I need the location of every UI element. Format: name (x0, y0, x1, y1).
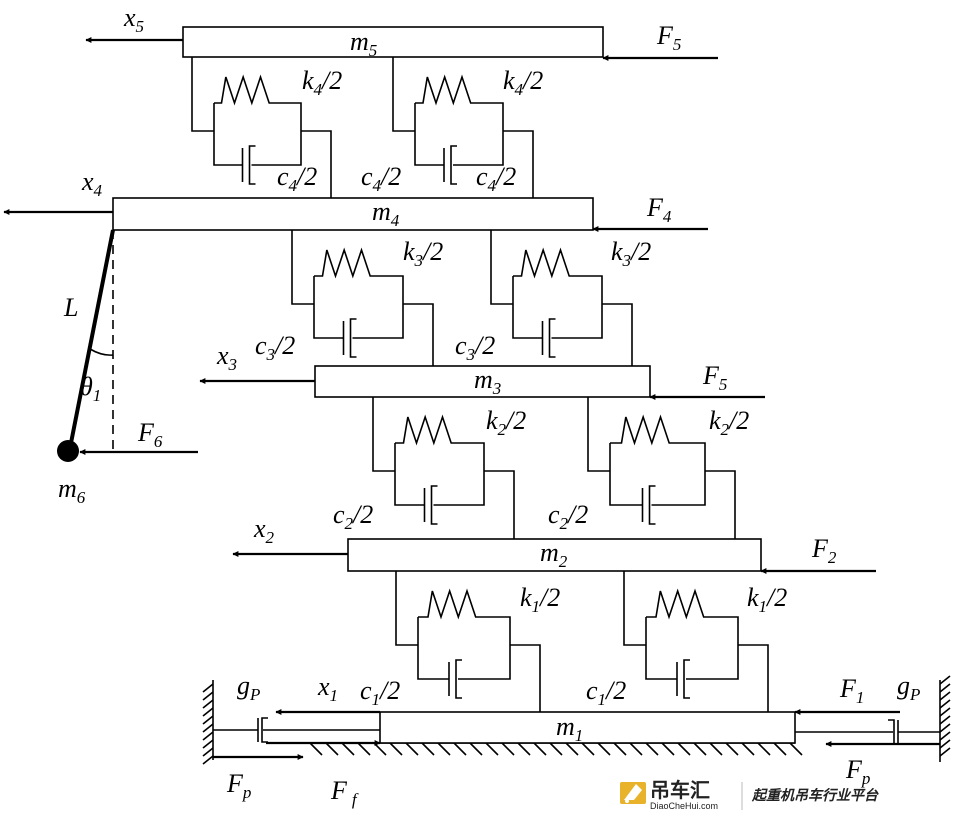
label-F5-mid: F5 (702, 361, 727, 394)
ground-damper-left (213, 717, 380, 743)
spring-damper-k3-left (291, 230, 434, 366)
label-c2-left: c2/2 (333, 500, 373, 533)
watermark-url: DiaoCheHui.com (650, 801, 718, 811)
left-wall (202, 680, 214, 765)
label-L: L (63, 293, 78, 322)
label-m2: m2 (540, 538, 568, 571)
label-F5-top: F5 (656, 21, 681, 54)
pendulum-bob-m6 (57, 440, 79, 462)
label-x1: x1 (317, 672, 338, 705)
label-m6: m6 (58, 474, 86, 507)
spring-damper-k3-right (490, 230, 633, 366)
label-k3-left: k3/2 (403, 237, 443, 270)
label-c3-left: c3/2 (255, 331, 295, 364)
label-Fp-right: Fp (845, 755, 870, 788)
mass-block-m4 (112, 197, 594, 231)
label-k3-right: k3/2 (611, 237, 651, 270)
label-F6: F6 (137, 418, 163, 451)
label-F1: F1 (839, 674, 864, 707)
label-m4: m4 (372, 197, 400, 230)
crane-logo-icon (620, 782, 646, 804)
label-k4-left: k4/2 (302, 66, 342, 99)
label-x5: x5 (123, 3, 144, 36)
mass-block-m5 (182, 26, 604, 58)
label-theta1: θ1 (80, 372, 101, 405)
label-k1-left: k1/2 (520, 583, 560, 616)
label-gP-left: gP (237, 671, 260, 704)
label-F2: F2 (811, 534, 837, 567)
mass-block-m2 (347, 538, 762, 572)
label-k2-left: k2/2 (486, 406, 526, 439)
ground-damper-right (795, 719, 940, 745)
spring-damper-k1-left (395, 571, 541, 712)
label-x3: x3 (216, 341, 237, 374)
mass-block-m3 (314, 365, 651, 398)
label-x2: x2 (253, 514, 275, 547)
label-c1-right: c1/2 (586, 676, 626, 709)
watermark-brand: 吊车汇 (650, 778, 710, 802)
mass-block-m1 (379, 711, 796, 744)
label-gP-right: gP (897, 671, 920, 704)
label-c4-a: c4/2 (277, 162, 317, 195)
label-c4-b: c4/2 (361, 162, 401, 195)
label-Fp-left: Fp (226, 769, 251, 802)
watermark: 吊车汇 DiaoCheHui.com 起重机吊车行业平台 (620, 778, 879, 811)
watermark-slogan: 起重机吊车行业平台 (751, 787, 879, 803)
label-k2-right: k2/2 (709, 406, 749, 439)
label-k1-right: k1/2 (747, 583, 787, 616)
label-c2-right: c2/2 (548, 500, 588, 533)
label-c1-left: c1/2 (360, 676, 400, 709)
spring-damper-k2-right (587, 397, 736, 539)
label-x4: x4 (81, 167, 103, 200)
spring-damper-k2-left (372, 397, 515, 539)
label-c3-right: c3/2 (455, 331, 495, 364)
label-k4-right: k4/2 (503, 66, 543, 99)
label-m3: m3 (474, 365, 501, 398)
label-m5: m5 (350, 27, 377, 60)
label-m1: m1 (556, 712, 583, 745)
spring-damper-k4-left (191, 57, 332, 198)
right-wall (939, 675, 951, 762)
pendulum (57, 229, 115, 462)
label-F4: F4 (646, 193, 672, 226)
label-c4-c: c4/2 (476, 162, 516, 195)
spring-damper-k1-right (623, 571, 769, 712)
spring-damper-k4-right (392, 57, 534, 198)
ground (300, 742, 803, 756)
